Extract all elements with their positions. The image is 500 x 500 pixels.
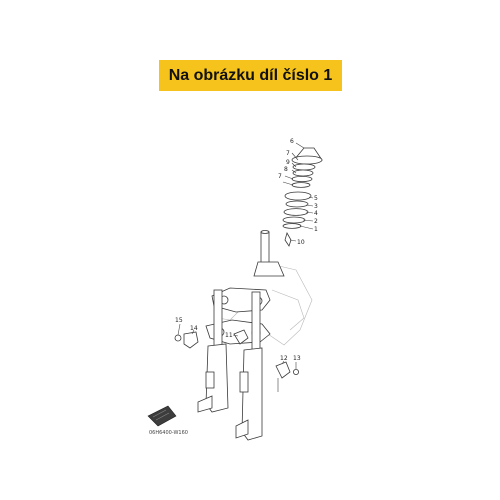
bearing-race [283,208,309,216]
holder-11 [232,329,249,345]
callout-11: 11 [225,332,233,339]
stack-leaders [282,142,314,242]
lock-washer [291,175,313,182]
bearing-lower [282,216,306,224]
callout-15: 15 [175,317,183,324]
right-outer-tube [241,347,263,441]
part-number-banner: Na obrázku díl číslo 1 [159,60,342,91]
diagram-code: 06H6400-W160 [149,430,188,436]
callout-7b: 7 [278,173,282,180]
callout-14: 14 [190,325,198,332]
seal [282,223,302,229]
callout-2: 2 [314,218,318,225]
holder-14 [183,331,199,349]
callout-labels: 6 7 9 8 7 5 3 4 2 1 10 15 14 11 12 13 [175,138,318,362]
label-tile [147,405,177,427]
bracket-right [275,360,299,392]
bearing-upper [285,200,309,208]
callout-13: 13 [293,355,301,362]
banner-text: Na obrázku díl číslo 1 [168,66,333,84]
fork-leg-right [235,291,263,441]
ring-nut [292,169,314,177]
fork-leg-left [197,289,229,413]
callout-10: 10 [297,239,305,246]
callout-1: 1 [314,226,318,233]
bolt-10 [284,231,292,247]
top-nut [291,155,323,165]
callout-7a: 7 [286,150,290,157]
stem-yoke-top [253,261,285,277]
callout-8: 8 [284,166,288,173]
callout-4: 4 [314,210,318,217]
left-outer-tube [205,343,229,413]
bolt-13 [292,368,299,375]
left-inner-tube [213,289,223,351]
steering-stem [253,230,285,277]
bearing-cover [284,191,312,201]
bolt-15 [174,334,182,342]
hose-clamp-left [174,323,199,349]
right-inner-tube [251,291,261,353]
ring-nut-lower [291,182,311,188]
callout-3: 3 [314,203,318,210]
callout-5: 5 [314,195,318,202]
washer-upper [292,163,316,171]
bracket-12 [275,361,291,379]
callout-6: 6 [290,138,294,145]
callout-9: 9 [286,159,290,166]
callout-12: 12 [280,355,288,362]
steering-stack [282,147,323,247]
